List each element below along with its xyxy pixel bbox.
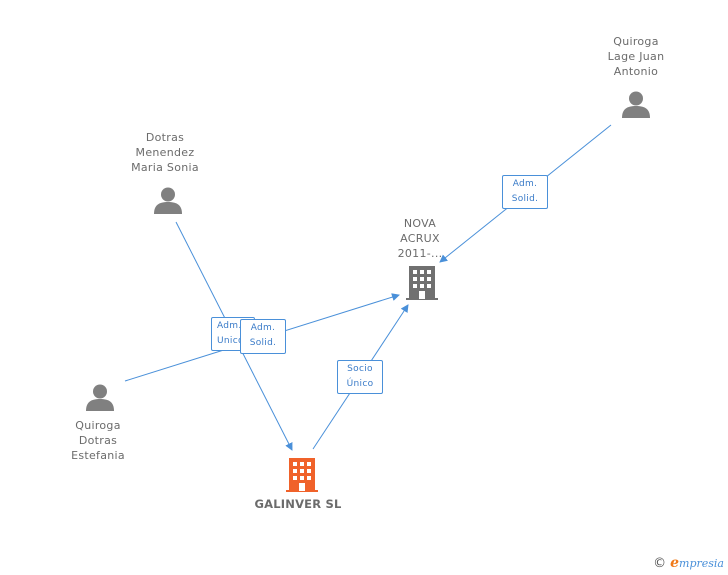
company-label-nova-acrux[interactable]: NOVA ACRUX 2011-...: [385, 216, 455, 261]
label-line: Quiroga: [75, 419, 121, 432]
label-line: ACRUX: [400, 232, 440, 245]
main-company-building-icon[interactable]: [286, 458, 318, 492]
edge-label-line: Único: [346, 379, 374, 389]
person-label-quiroga-lage[interactable]: Quiroga Lage Juan Antonio: [596, 34, 676, 79]
label-line: Dotras: [145, 131, 185, 144]
edge-label-line: Solid.: [511, 194, 539, 204]
building-icon[interactable]: [406, 266, 438, 300]
edge-label-socio-unico[interactable]: Socio Único: [337, 360, 383, 394]
edge-label-line: Solid.: [249, 338, 277, 348]
person-label-dotras-menendez[interactable]: Dotras Menendez Maria Sonia: [125, 130, 205, 175]
brand-logo-word: mpresia: [679, 557, 724, 570]
label-line: 2011-...: [397, 247, 443, 260]
label-line: NOVA: [403, 217, 437, 230]
person-label-quiroga-dotras[interactable]: Quiroga Dotras Estefania: [58, 418, 138, 463]
brand-logo: empresia: [670, 555, 724, 571]
label-line: Estefania: [71, 449, 125, 462]
person-icon[interactable]: [154, 187, 182, 215]
copyright-symbol: ©: [653, 555, 667, 571]
edge-label-line: Unico: [217, 336, 244, 346]
edge-label-line: Adm.: [217, 321, 242, 331]
label-line: Antonio: [613, 65, 659, 78]
edge-label-line: Socio: [347, 364, 373, 374]
label-line: Lage Juan: [607, 50, 665, 63]
label-line: Quiroga: [613, 35, 659, 48]
edge-label-line: Adm.: [512, 179, 538, 189]
edge-label-adm-solid[interactable]: Adm. Solid.: [502, 175, 548, 209]
edge-label-adm-solid[interactable]: Adm. Solid.: [240, 319, 286, 354]
label-line: Menendez: [135, 146, 195, 159]
label-line: Maria Sonia: [131, 161, 199, 174]
brand-logo-e: e: [670, 555, 680, 571]
person-icon[interactable]: [622, 91, 650, 119]
person-icon[interactable]: [86, 384, 114, 412]
main-company-label[interactable]: GALINVER SL: [254, 497, 342, 511]
brand-watermark: © empresia: [653, 555, 724, 571]
label-line: Dotras: [78, 434, 118, 447]
edge-label-line: Adm.: [250, 323, 276, 333]
